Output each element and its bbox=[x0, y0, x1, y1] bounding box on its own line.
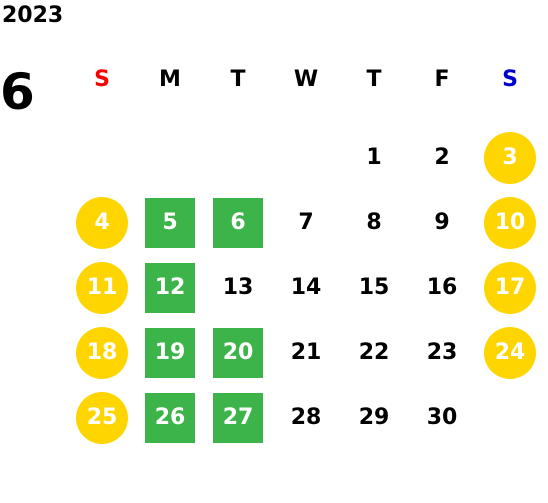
event-day-cell: 27 bbox=[213, 392, 263, 443]
weekday-header: M bbox=[159, 67, 181, 92]
weekday-header: F bbox=[434, 67, 450, 92]
day-cell: 9 bbox=[434, 210, 450, 235]
weekday-header: W bbox=[293, 67, 319, 92]
day-cell: 14 bbox=[290, 275, 322, 300]
event-day-cell: 5 bbox=[145, 197, 195, 248]
weekday-header: S bbox=[94, 67, 110, 92]
event-day-cell: 19 bbox=[145, 327, 195, 378]
holiday-day-cell: 10 bbox=[484, 196, 536, 249]
event-day-cell: 6 bbox=[213, 197, 263, 248]
day-cell: 8 bbox=[366, 210, 382, 235]
holiday-day-cell: 17 bbox=[484, 261, 536, 314]
day-cell: 1 bbox=[366, 145, 382, 170]
day-cell: 15 bbox=[358, 275, 390, 300]
calendar-year: 2023 bbox=[2, 3, 64, 28]
weekday-header: T bbox=[366, 67, 382, 92]
day-cell: 30 bbox=[426, 405, 458, 430]
event-day-cell: 12 bbox=[145, 262, 195, 313]
day-cell: 21 bbox=[290, 340, 322, 365]
holiday-day-cell: 24 bbox=[484, 326, 536, 379]
holiday-day-cell: 11 bbox=[76, 261, 128, 314]
weekday-header: T bbox=[230, 67, 246, 92]
holiday-day-cell: 18 bbox=[76, 326, 128, 379]
weekday-header: S bbox=[502, 67, 518, 92]
day-cell: 23 bbox=[426, 340, 458, 365]
holiday-day-cell: 4 bbox=[76, 196, 128, 249]
day-cell: 28 bbox=[290, 405, 322, 430]
holiday-day-cell: 25 bbox=[76, 391, 128, 444]
day-cell: 13 bbox=[222, 275, 254, 300]
day-cell: 29 bbox=[358, 405, 390, 430]
event-day-cell: 20 bbox=[213, 327, 263, 378]
day-cell: 7 bbox=[298, 210, 314, 235]
calendar-month: 6 bbox=[0, 63, 35, 121]
event-day-cell: 26 bbox=[145, 392, 195, 443]
day-cell: 22 bbox=[358, 340, 390, 365]
day-cell: 16 bbox=[426, 275, 458, 300]
holiday-day-cell: 3 bbox=[484, 131, 536, 184]
day-cell: 2 bbox=[434, 145, 450, 170]
